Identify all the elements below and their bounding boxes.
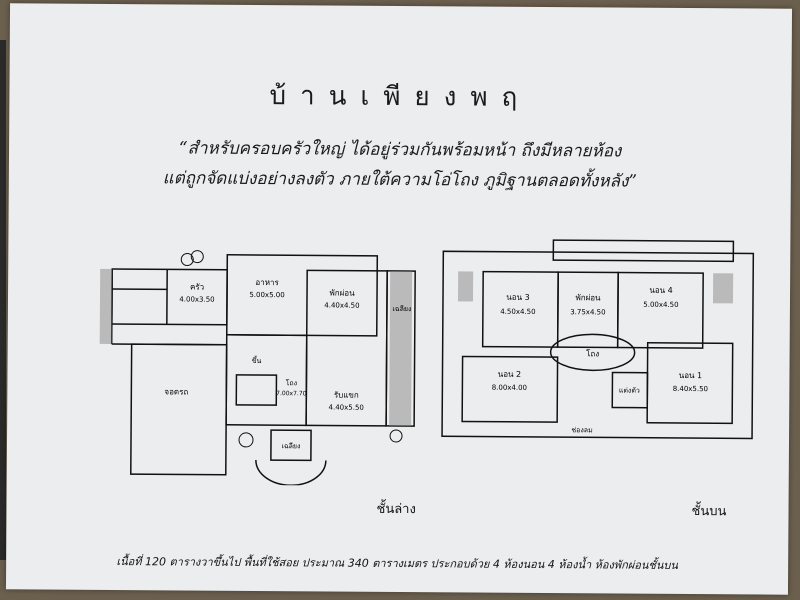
bedroom-2-wall — [461, 355, 559, 423]
room-label: โถง — [286, 378, 297, 387]
room-size: 4.00x3.50 — [179, 295, 214, 303]
room-size: 5.00x5.00 — [249, 291, 284, 299]
ground-floor-label: ชั้นล่าง — [376, 501, 416, 518]
room-label: เฉลียง — [281, 442, 300, 450]
upper-floor-label: ชั้นบน — [691, 504, 727, 520]
room-label: เฉลียง — [392, 305, 411, 313]
porch-wall — [270, 429, 312, 462]
room-label: นอน 2 — [498, 370, 521, 379]
brochure-page: บ้านเพียงพฤ “สำหรับครอบครัวใหญ่ ได้อยู่ร… — [5, 3, 793, 595]
room-size: 4.40x4.50 — [324, 301, 359, 309]
room-label: นอน 1 — [679, 371, 702, 380]
ground-floor-plan: ครัว 4.00x3.50 อาหาร 5.00x5.00 พักผ่อน 4… — [99, 250, 416, 486]
dressing-wall — [611, 371, 649, 409]
room-size: 7.00x7.70 — [276, 390, 307, 397]
room-label: รับแขก — [334, 391, 359, 400]
room-label: จอดรถ — [164, 387, 188, 396]
room-size: 4.50x4.50 — [500, 308, 535, 316]
room-label: แต่งตัว — [619, 387, 640, 395]
room-label: โถง — [586, 348, 599, 358]
hall-outline — [549, 333, 636, 372]
bedroom-4-wall — [616, 271, 704, 349]
room-size: 5.00x4.50 — [643, 301, 678, 309]
bedroom-1-wall — [646, 341, 734, 425]
room-label: พักผ่อน — [329, 289, 355, 298]
upper-floor-plan: นอน 3 4.50x4.50 พักผ่อน 3.75x4.50 นอน 4 … — [441, 239, 755, 440]
carport-wall — [130, 343, 228, 476]
footer-spec: เนื้อที่ 120 ตารางวาขึ้นไป พื้นที่ใช้สอย… — [116, 555, 678, 572]
room-label: พักผ่อน — [575, 293, 601, 302]
room-label: นอน 3 — [506, 293, 529, 302]
room-label: ช่องลม — [571, 426, 592, 434]
room-size: 8.40x5.50 — [673, 385, 708, 393]
porch-arc — [255, 460, 327, 486]
room-label: อาหาร — [255, 278, 279, 287]
room-size: 3.75x4.50 — [570, 308, 605, 316]
room-label: ครัว — [190, 283, 204, 292]
stair-wall — [235, 374, 278, 406]
binder-edge — [0, 40, 6, 560]
subtitle-line-2: แต่ถูกจัดแบ่งอย่างลงตัว ภายใต้ความโอ่โถง… — [162, 168, 638, 192]
house-title: บ้านเพียงพฤ — [269, 81, 532, 113]
room-size: 8.00x4.00 — [492, 384, 527, 392]
room-size: 4.40x5.50 — [329, 404, 364, 412]
room-label: นอน 4 — [649, 286, 672, 295]
room-label: ขึ้น — [252, 354, 262, 365]
subtitle-line-1: “สำหรับครอบครัวใหญ่ ได้อยู่ร่วมกันพร้อมห… — [178, 138, 622, 162]
